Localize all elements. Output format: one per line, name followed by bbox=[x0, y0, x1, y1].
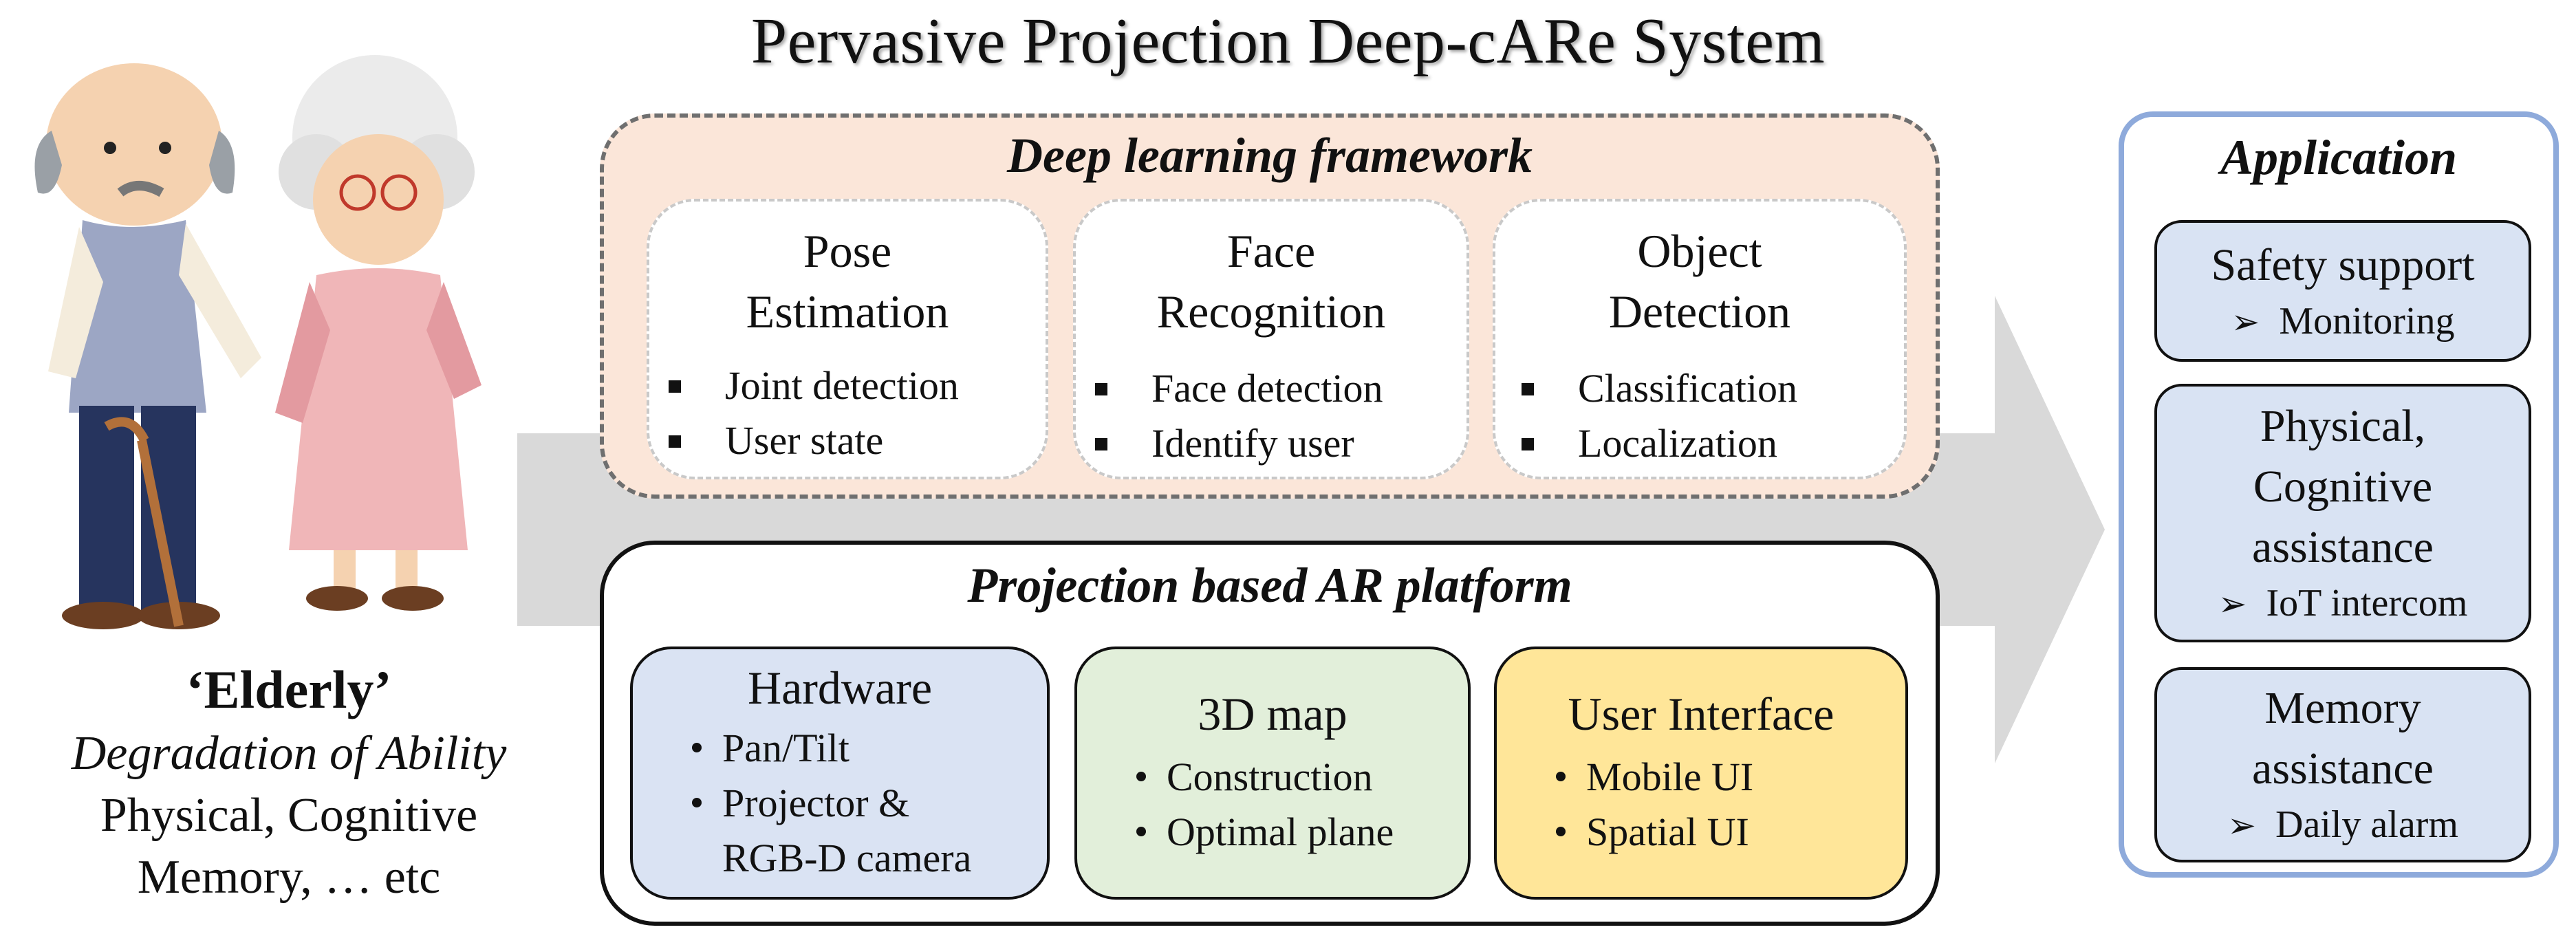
face-recognition-bullets: Face detection Identify user bbox=[1090, 361, 1383, 471]
application-header: Application bbox=[2220, 130, 2458, 185]
diagram-title: Pervasive Projection Deep-cARe System bbox=[750, 6, 1826, 77]
pose-estimation-card: Pose Estimation Joint detection User sta… bbox=[647, 199, 1048, 479]
card-title-line: Physical, bbox=[2260, 401, 2426, 451]
card-title-line: Cognitive bbox=[2253, 461, 2433, 512]
ar-platform-panel: Projection based AR platform Hardware Pa… bbox=[600, 541, 1940, 926]
deep-learning-panel: Deep learning framework Pose Estimation … bbox=[600, 113, 1940, 499]
card-title-line: Face bbox=[1226, 225, 1316, 277]
user-interface-card: User Interface Mobile UI Spatial UI bbox=[1494, 647, 1908, 900]
bullet-continuation: RGB-D camera bbox=[722, 836, 972, 880]
object-detection-bullets: Classification Localization bbox=[1516, 361, 1797, 471]
memory-assistance-card: Memory assistance ➢ Daily alarm bbox=[2154, 667, 2531, 862]
bullet-item: Classification bbox=[1516, 361, 1797, 416]
3d-map-bullets: Construction Optimal plane bbox=[1105, 750, 1394, 860]
face-recognition-title: Face Recognition bbox=[1076, 221, 1466, 342]
object-detection-title: Object Detection bbox=[1495, 221, 1904, 342]
hardware-bullets: Pan/Tilt Projector & RGB-D camera bbox=[660, 721, 971, 886]
user-interface-title: User Interface bbox=[1568, 688, 1834, 740]
bullet-item: Mobile UI bbox=[1524, 750, 1753, 805]
memory-assistance-sub: ➢ Daily alarm bbox=[2157, 799, 2529, 851]
bullet-item: Optimal plane bbox=[1105, 805, 1394, 860]
elderly-line-2: Memory, … etc bbox=[137, 851, 441, 904]
3d-map-card: 3D map Construction Optimal plane bbox=[1074, 647, 1471, 900]
bullet-item: Projector & bbox=[660, 776, 971, 831]
face-recognition-card: Face Recognition Face detection Identify… bbox=[1073, 199, 1469, 479]
elderly-caption: ‘Elderly’ Degradation of Ability Physica… bbox=[0, 657, 578, 909]
bullet-item: Pan/Tilt bbox=[660, 721, 971, 776]
card-title-line: assistance bbox=[2252, 743, 2434, 794]
card-title-line: Recognition bbox=[1156, 285, 1386, 338]
bullet-item: Identify user bbox=[1090, 416, 1383, 471]
safety-support-sub: ➢ Monitoring bbox=[2157, 296, 2529, 347]
bullet-item: Joint detection bbox=[663, 358, 959, 413]
elderly-couple-illustration bbox=[34, 55, 481, 629]
card-title-line: Object bbox=[1637, 225, 1762, 277]
arrow-bullet-icon: ➢ bbox=[2231, 303, 2260, 341]
bullet-item: Localization bbox=[1516, 416, 1797, 471]
sub-label: Monitoring bbox=[2279, 300, 2455, 343]
safety-support-title: Safety support bbox=[2211, 240, 2475, 290]
pose-estimation-title: Pose Estimation bbox=[649, 221, 1046, 342]
bullet-item: Face detection bbox=[1090, 361, 1383, 416]
physical-cognitive-sub: ➢ IoT intercom bbox=[2157, 578, 2529, 629]
elderly-line-1: Physical, Cognitive bbox=[100, 789, 478, 842]
hardware-card: Hardware Pan/Tilt Projector & RGB-D came… bbox=[630, 647, 1050, 900]
arrow-bullet-icon: ➢ bbox=[2227, 806, 2256, 845]
object-detection-card: Object Detection Classification Localiza… bbox=[1493, 199, 1907, 479]
card-title-line: Detection bbox=[1608, 285, 1791, 338]
bullet-item: Construction bbox=[1105, 750, 1394, 805]
ar-platform-header: Projection based AR platform bbox=[967, 558, 1572, 613]
physical-cognitive-assistance-card: Physical, Cognitive assistance ➢ IoT inte… bbox=[2154, 384, 2531, 642]
card-title-line: Memory bbox=[2264, 683, 2421, 733]
card-title-line: Estimation bbox=[746, 285, 949, 338]
arrow-bullet-icon: ➢ bbox=[2218, 585, 2247, 623]
application-panel: Application Safety support ➢ Monitoring P… bbox=[2119, 111, 2559, 878]
3d-map-title: 3D map bbox=[1198, 688, 1347, 740]
sub-label: Daily alarm bbox=[2275, 803, 2458, 846]
sub-label: IoT intercom bbox=[2266, 582, 2468, 624]
deep-learning-header: Deep learning framework bbox=[1007, 128, 1533, 183]
elderly-man-figure bbox=[34, 63, 261, 629]
pose-estimation-bullets: Joint detection User state bbox=[663, 358, 959, 468]
elderly-subtitle: Degradation of Ability bbox=[71, 727, 507, 780]
bullet-item: User state bbox=[663, 413, 959, 468]
hardware-title: Hardware bbox=[747, 662, 933, 714]
elderly-title: ‘Elderly’ bbox=[186, 660, 392, 719]
card-title-line: assistance bbox=[2252, 522, 2434, 572]
bullet-item: Spatial UI bbox=[1524, 805, 1753, 860]
elderly-woman-figure bbox=[275, 55, 481, 611]
safety-support-card: Safety support ➢ Monitoring bbox=[2154, 220, 2531, 362]
card-title-line: Pose bbox=[803, 225, 892, 277]
user-interface-bullets: Mobile UI Spatial UI bbox=[1524, 750, 1753, 860]
